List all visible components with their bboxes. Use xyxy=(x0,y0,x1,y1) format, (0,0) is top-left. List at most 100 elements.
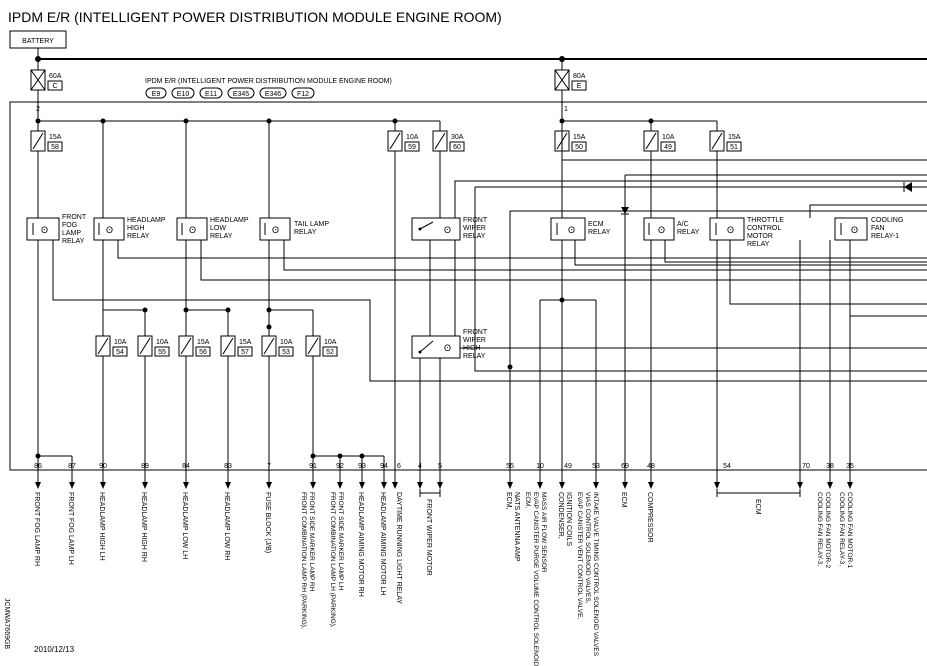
connector-badge: E9 xyxy=(145,87,167,99)
svg-text:CONDENSER,IGNITION COILS: CONDENSER,IGNITION COILS xyxy=(557,492,572,546)
svg-text:92: 92 xyxy=(336,463,344,470)
output-arrow xyxy=(392,482,398,489)
svg-text:15A: 15A xyxy=(573,134,586,141)
relay-front-fog-lamp: ʘ FRONT FOG LAMP RELAY xyxy=(26,214,87,245)
svg-text:C: C xyxy=(52,83,57,90)
fuse-54: 10A 54 xyxy=(95,310,128,357)
fuse-58: 15A 58 xyxy=(30,121,63,152)
output-arrow xyxy=(69,482,75,489)
svg-text:HIGH: HIGH xyxy=(127,225,145,232)
relay-cooling-fan-1: ʘ COOLING FAN RELAY-1 xyxy=(834,217,903,241)
svg-text:38: 38 xyxy=(826,463,834,470)
svg-text:E: E xyxy=(577,83,582,90)
svg-text:FRONT: FRONT xyxy=(463,329,488,336)
svg-text:15A: 15A xyxy=(49,134,62,141)
svg-text:RELAY: RELAY xyxy=(588,229,611,236)
relay-front-wiper-high: ʘ FRONT WIPER HIGH RELAY xyxy=(411,329,488,360)
output-arrow xyxy=(847,482,853,489)
date-stamp: 2010/12/13 xyxy=(34,645,75,654)
svg-text:FUSE BLOCK (J/B): FUSE BLOCK (J/B) xyxy=(264,492,271,553)
svg-text:69: 69 xyxy=(621,463,629,470)
svg-text:RELAY-1: RELAY-1 xyxy=(871,233,899,240)
output-arrow xyxy=(35,482,41,489)
output-arrow xyxy=(507,482,513,489)
svg-text:87: 87 xyxy=(68,463,76,470)
svg-text:94: 94 xyxy=(380,463,388,470)
connector-list: E9 E10 E11 E345 E346 F12 xyxy=(145,87,315,99)
output-wires xyxy=(35,470,853,489)
svg-text:57: 57 xyxy=(241,349,249,356)
svg-text:ʘ: ʘ xyxy=(41,225,48,235)
svg-text:HEADLAMP: HEADLAMP xyxy=(210,217,249,224)
svg-text:EVAP CANISTER VENT CONTROL VAL: EVAP CANISTER VENT CONTROL VALVE,VIAS CO… xyxy=(576,492,599,657)
svg-text:ʘ: ʘ xyxy=(444,343,451,353)
output-arrow xyxy=(648,482,654,489)
fuse-53: 10A 53 xyxy=(261,310,294,357)
relay-throttle-control-motor: ʘ THROTTLE CONTROL MOTOR RELAY xyxy=(709,217,784,248)
battery-label: BATTERY xyxy=(22,38,54,45)
connector-badge: E346 xyxy=(259,87,287,99)
svg-text:ʘ: ʘ xyxy=(189,225,196,235)
fusible-link-80a: 80A E 1 xyxy=(554,59,587,113)
output-arrow xyxy=(437,482,443,489)
svg-text:FRONT COMBINATION LAMP LH (PAR: FRONT COMBINATION LAMP LH (PARKING),FRON… xyxy=(329,492,344,628)
relay-ac: ʘ A/C RELAY xyxy=(643,217,700,241)
svg-text:91: 91 xyxy=(309,463,317,470)
fuse-55: 10A 55 xyxy=(137,310,170,357)
output-arrow xyxy=(593,482,599,489)
svg-text:CONTROL: CONTROL xyxy=(747,225,781,232)
side-code: JCMWA7669GB xyxy=(3,598,10,649)
output-arrow xyxy=(714,482,720,489)
svg-text:15A: 15A xyxy=(239,339,252,346)
fusible-link-60a: 60A C 2 xyxy=(30,59,63,113)
svg-text:53: 53 xyxy=(592,463,600,470)
svg-text:E9: E9 xyxy=(152,91,161,98)
output-arrow xyxy=(337,482,343,489)
svg-text:70: 70 xyxy=(802,463,810,470)
svg-text:54: 54 xyxy=(723,463,731,470)
output-arrow xyxy=(142,482,148,489)
svg-text:10A: 10A xyxy=(324,339,337,346)
output-arrow xyxy=(381,482,387,489)
svg-text:50: 50 xyxy=(575,144,583,151)
svg-text:ʘ: ʘ xyxy=(106,225,113,235)
svg-text:15A: 15A xyxy=(728,134,741,141)
svg-text:10A: 10A xyxy=(406,134,419,141)
svg-text:FRONT FOG LAMP RH: FRONT FOG LAMP RH xyxy=(33,492,40,566)
svg-text:RELAY: RELAY xyxy=(127,233,150,240)
svg-text:HEADLAMP AIMING MOTOR LH: HEADLAMP AIMING MOTOR LH xyxy=(379,492,386,596)
fuse-60: 30A 60 xyxy=(432,121,465,152)
svg-text:90: 90 xyxy=(99,463,107,470)
svg-text:LAMP: LAMP xyxy=(62,230,81,237)
svg-text:RELAY: RELAY xyxy=(463,233,486,240)
front-wiper-motor-bracket xyxy=(419,489,441,497)
svg-text:ECM: ECM xyxy=(754,499,761,515)
svg-text:HEADLAMP HIGH LH: HEADLAMP HIGH LH xyxy=(98,492,105,561)
svg-text:ʘ: ʘ xyxy=(851,225,858,235)
svg-text:ʘ: ʘ xyxy=(658,225,665,235)
output-arrow xyxy=(183,482,189,489)
svg-text:55: 55 xyxy=(158,349,166,356)
svg-text:RELAY: RELAY xyxy=(210,233,233,240)
svg-text:HEADLAMP AIMING MOTOR RH: HEADLAMP AIMING MOTOR RH xyxy=(357,492,364,597)
svg-text:WIPER: WIPER xyxy=(463,225,486,232)
svg-text:10A: 10A xyxy=(156,339,169,346)
svg-text:RELAY: RELAY xyxy=(463,353,486,360)
svg-text:E10: E10 xyxy=(177,91,190,98)
svg-text:A/C: A/C xyxy=(677,221,689,228)
svg-text:49: 49 xyxy=(664,144,672,151)
output-arrow xyxy=(100,482,106,489)
svg-text:E11: E11 xyxy=(205,91,217,98)
output-arrow xyxy=(537,482,543,489)
svg-text:86: 86 xyxy=(34,463,42,470)
output-arrow xyxy=(225,482,231,489)
svg-text:RELAY: RELAY xyxy=(677,229,700,236)
svg-text:COOLING FAN RELAY-3,COOLING FA: COOLING FAN RELAY-3,COOLING FAN MOTOR-1 xyxy=(838,492,853,568)
fuse-50: 15A 50 xyxy=(554,121,587,152)
connector-badge: F12 xyxy=(291,87,315,99)
output-arrow xyxy=(827,482,833,489)
svg-text:ʘ: ʘ xyxy=(727,225,734,235)
ecm-bracket xyxy=(716,489,801,497)
svg-text:83: 83 xyxy=(224,463,232,470)
relay-tail-lamp: ʘ TAIL LAMP RELAY xyxy=(259,217,329,241)
